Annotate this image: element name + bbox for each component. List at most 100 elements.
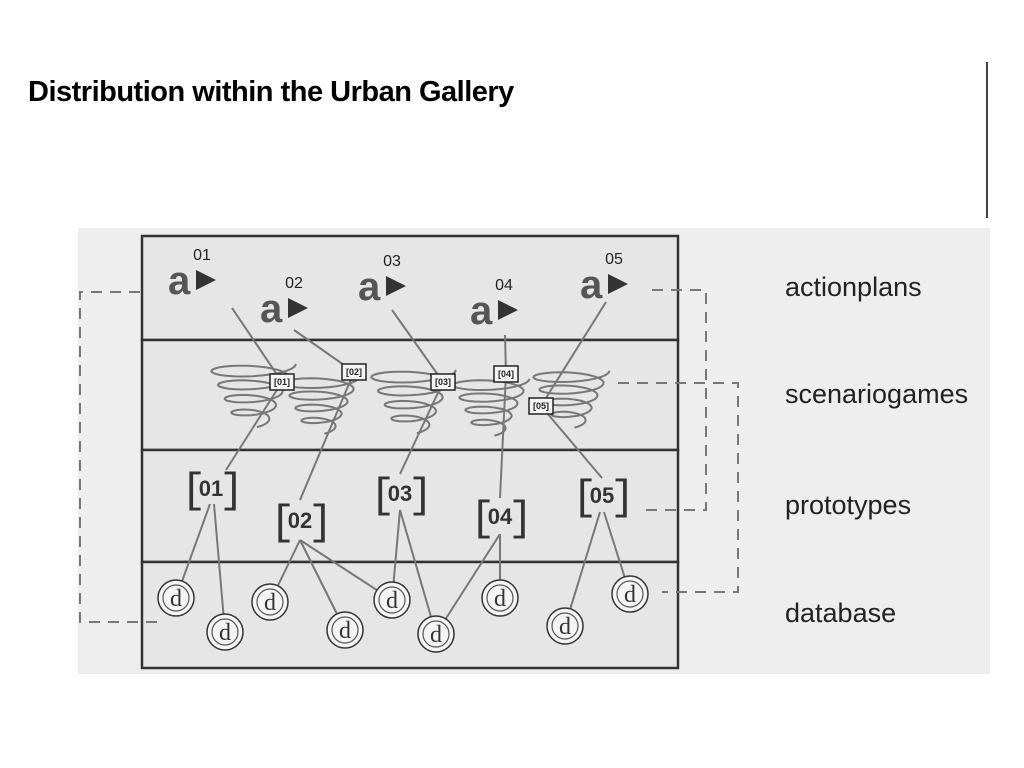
database-d-icon: d xyxy=(339,618,351,644)
database-item: d xyxy=(417,615,455,653)
actionplan-item: 04a xyxy=(470,277,518,333)
bracket-right-icon: ] xyxy=(610,474,635,522)
connection-line xyxy=(225,381,283,471)
database-d-icon: d xyxy=(219,620,231,646)
prototype-item: [01] xyxy=(181,467,244,515)
actionplan-a-icon: a xyxy=(580,263,603,307)
connection-line xyxy=(399,381,444,475)
connection-line xyxy=(540,405,603,479)
database-d-icon: d xyxy=(430,622,442,648)
play-arrow-icon xyxy=(386,276,406,296)
database-circle-inner xyxy=(256,588,284,616)
scenariogame-item: [04] xyxy=(493,365,519,383)
prototype-label: 05 xyxy=(590,483,614,508)
vertical-divider xyxy=(986,62,988,218)
connection-line xyxy=(564,511,601,627)
scenariogame-box xyxy=(341,363,367,381)
connection-line xyxy=(435,533,501,635)
bracket-left-icon: [ xyxy=(572,474,597,522)
connection-line xyxy=(399,509,437,635)
scenariogame-item: [05] xyxy=(528,397,554,415)
database-circle-inner xyxy=(331,616,359,644)
actionplan-number: 02 xyxy=(285,275,303,292)
prototype-label: 04 xyxy=(488,504,513,529)
spiral-icon xyxy=(452,378,531,437)
scenariogame-box xyxy=(430,373,456,391)
layer-label-actionplans: actionplans xyxy=(785,272,922,302)
database-circle-inner xyxy=(162,584,190,612)
scenariogame-item: [01] xyxy=(269,373,295,391)
database-circle-inner xyxy=(616,580,644,608)
prototype-item: [03] xyxy=(370,472,433,520)
prototype-label: 03 xyxy=(388,481,412,506)
actionplan-number: 01 xyxy=(193,247,211,264)
scenariogame-label: [03] xyxy=(435,377,451,387)
page-title: Distribution within the Urban Gallery xyxy=(28,76,514,108)
bracket-right-icon: ] xyxy=(308,499,333,547)
bracket-right-icon: ] xyxy=(508,495,533,543)
actionplan-item: 01a xyxy=(168,247,216,303)
play-arrow-icon xyxy=(288,298,308,318)
database-d-icon: d xyxy=(170,586,182,612)
bracket-left-icon: [ xyxy=(181,467,206,515)
database-item: d xyxy=(481,579,519,617)
play-arrow-icon xyxy=(196,270,216,290)
spiral-icon xyxy=(282,376,361,435)
actionplan-a-icon: a xyxy=(470,289,493,333)
scenariogame-label: [05] xyxy=(533,401,549,411)
connection-line xyxy=(299,371,355,501)
connection-line xyxy=(499,373,507,499)
database-item: d xyxy=(546,607,584,645)
scenariogame-item: [03] xyxy=(430,373,456,391)
database-d-icon: d xyxy=(559,614,571,640)
database-circle-inner xyxy=(211,618,239,646)
database-circle-inner xyxy=(486,584,514,612)
database-circle-inner xyxy=(422,620,450,648)
connection-line xyxy=(213,503,226,633)
scenariogame-box xyxy=(528,397,554,415)
actionplan-number: 03 xyxy=(383,253,401,270)
connection-line xyxy=(540,301,607,407)
bracket-left-icon: [ xyxy=(270,499,295,547)
dashed-connectors xyxy=(79,289,739,623)
layer-band-actionplans xyxy=(140,234,680,342)
database-item: d xyxy=(157,579,195,617)
database-item: d xyxy=(611,575,649,613)
database-item: d xyxy=(251,583,289,621)
database-d-icon: d xyxy=(494,586,506,612)
play-arrow-icon xyxy=(608,274,628,294)
bracket-left-icon: [ xyxy=(370,472,395,520)
actionplan-a-icon: a xyxy=(168,259,191,303)
play-arrow-icon xyxy=(498,300,518,320)
layer-label-prototypes: prototypes xyxy=(785,490,911,520)
bracket-right-icon: ] xyxy=(408,472,433,520)
layer-label-scenariogames: scenariogames xyxy=(785,379,968,409)
database-d-icon: d xyxy=(264,590,276,616)
spiral-icon xyxy=(370,369,457,435)
scenariogame-item: [02] xyxy=(341,363,367,381)
scenariogame-label: [02] xyxy=(346,367,362,377)
scenariogame-label: [01] xyxy=(274,377,290,387)
database-circle-inner xyxy=(551,612,579,640)
connection-line xyxy=(391,309,444,383)
actionplan-a-icon: a xyxy=(260,287,283,331)
prototype-item: [05] xyxy=(572,474,635,522)
database-d-icon: d xyxy=(624,582,636,608)
scenariogame-box xyxy=(493,365,519,383)
layer-label-database: database xyxy=(785,598,896,628)
spiral-icon xyxy=(210,363,297,429)
bracket-right-icon: ] xyxy=(219,467,244,515)
actionplan-number: 04 xyxy=(495,277,513,294)
database-item: d xyxy=(206,613,244,651)
scenariogame-spirals xyxy=(210,363,611,437)
actionplan-number: 05 xyxy=(605,251,623,268)
database-circle-inner xyxy=(378,586,406,614)
actionplan-item: 03a xyxy=(358,253,406,309)
database-item: d xyxy=(373,581,411,619)
database-d-icon: d xyxy=(386,588,398,614)
scenariogame-box xyxy=(269,373,295,391)
prototype-item: [02] xyxy=(270,499,333,547)
scenariogame-label: [04] xyxy=(498,369,514,379)
prototype-label: 02 xyxy=(288,508,312,533)
